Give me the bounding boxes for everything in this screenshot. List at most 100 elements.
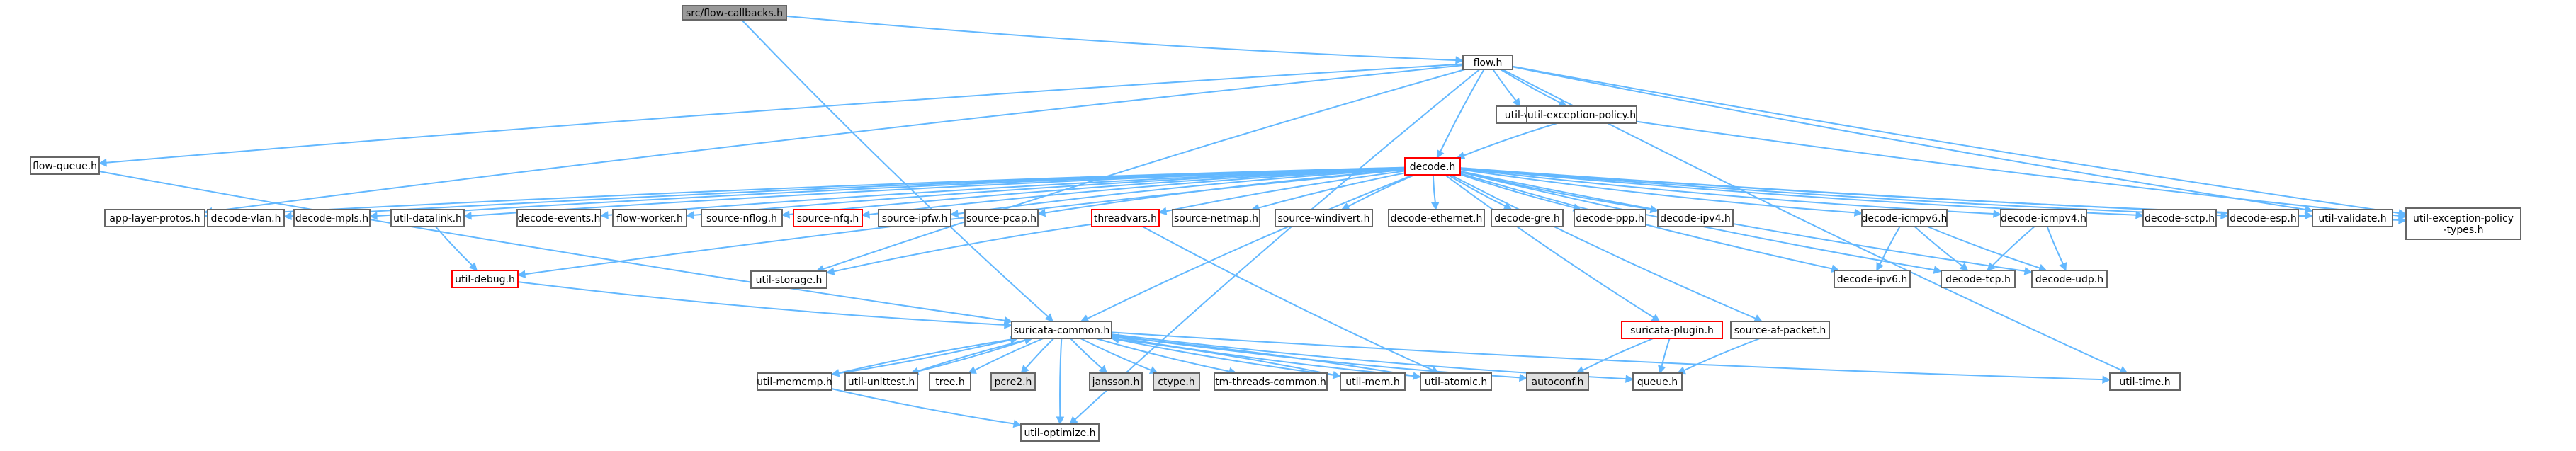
- arrowhead-decode-to-srcnflog: [781, 210, 790, 219]
- node-decsctp[interactable]: decode-sctp.h: [2142, 209, 2217, 227]
- node-flowqueue[interactable]: flow-queue.h: [30, 156, 100, 175]
- node-label-utilstorage: util-storage.h: [756, 275, 823, 286]
- node-label-srcnetmap: source-netmap.h: [1174, 213, 1258, 224]
- node-decode[interactable]: decode.h: [1404, 157, 1461, 176]
- node-queue[interactable]: queue.h: [1632, 372, 1683, 391]
- node-box-decppp: [1574, 209, 1646, 227]
- edge-flow-to-utilvalidate: [1512, 66, 2306, 211]
- node-decesp[interactable]: decode-esp.h: [2227, 209, 2299, 227]
- node-utildatalink[interactable]: util-datalink.h: [390, 209, 465, 227]
- node-utilunittest[interactable]: util-unittest.h: [844, 372, 918, 391]
- node-utilmemcmp[interactable]: util-memcmp.h: [757, 372, 832, 391]
- node-utiltime[interactable]: util-time.h: [2109, 372, 2181, 391]
- arrowhead-flow-to-utilvalidate: [2304, 205, 2314, 214]
- node-srcwindivert[interactable]: source-windivert.h: [1275, 209, 1373, 227]
- node-suricommon[interactable]: suricata-common.h: [1011, 321, 1112, 339]
- arrowhead-decode-to-dectcp: [1933, 266, 1943, 274]
- node-treeh[interactable]: tree.h: [929, 372, 971, 391]
- node-label-flow: flow.h: [1474, 57, 1503, 69]
- edge-layer: [98, 15, 2407, 428]
- node-label-pcre2: pcre2.h: [995, 377, 1032, 388]
- node-dectcp[interactable]: decode-tcp.h: [1941, 270, 2016, 288]
- edge-suricommon-to-pcre2: [1025, 338, 1054, 369]
- node-box-utilmemcmp: [757, 372, 832, 391]
- node-box-utilexctypes: [2405, 207, 2521, 240]
- node-label-utilunittest: util-unittest.h: [848, 377, 915, 388]
- edge-srcafpacket-to-queue: [1683, 338, 1761, 372]
- node-utilexctypes[interactable]: util-exception-policy-types.h: [2405, 207, 2521, 240]
- arrowhead-decode-to-dececth: [1431, 202, 1440, 211]
- arrowhead-decode-to-utildatalink: [463, 212, 472, 220]
- node-srcnetmap[interactable]: source-netmap.h: [1172, 209, 1260, 227]
- node-label-srcwindivert: source-windivert.h: [1278, 213, 1370, 224]
- node-box-flowqueue: [30, 156, 100, 175]
- node-pcre2[interactable]: pcre2.h: [990, 372, 1036, 391]
- arrowhead-flow-to-decode: [1436, 149, 1445, 159]
- node-utilvalidate[interactable]: util-validate.h: [2312, 209, 2393, 227]
- edge-decode-to-decgre: [1447, 174, 1506, 207]
- node-label-utilexctypes-line0: util-exception-policy: [2413, 213, 2514, 224]
- node-decicmpv6[interactable]: decode-icmpv6.h: [1861, 209, 1948, 227]
- node-label-srcnfq: source-nfq.h: [797, 213, 859, 224]
- node-srcipfw[interactable]: source-ipfw.h: [878, 209, 951, 227]
- node-autoconf[interactable]: autoconf.h: [1526, 372, 1589, 391]
- node-decipv4[interactable]: decode-ipv4.h: [1657, 209, 1734, 227]
- arrowhead-decode-to-utilexctypes: [2398, 216, 2407, 224]
- node-flow[interactable]: flow.h: [1462, 55, 1513, 70]
- node-ctype[interactable]: ctype.h: [1153, 372, 1200, 391]
- arrowhead-decicmpv4-to-decudp: [2059, 262, 2067, 272]
- node-srcnflog[interactable]: source-nflog.h: [701, 209, 783, 227]
- node-utilmem[interactable]: util-mem.h: [1340, 372, 1406, 391]
- edge-suriplugin-to-queue: [1661, 338, 1671, 367]
- node-threadvars[interactable]: threadvars.h: [1091, 209, 1160, 227]
- node-utilatomic[interactable]: util-atomic.h: [1420, 372, 1492, 391]
- node-label-utilexc: util-exception-policy.h: [1527, 110, 1636, 121]
- node-suriplugin[interactable]: suricata-plugin.h: [1621, 321, 1723, 339]
- node-decicmpv4[interactable]: decode-icmpv4.h: [2000, 209, 2087, 227]
- node-decevents[interactable]: decode-events.h: [516, 209, 601, 227]
- node-decudp[interactable]: decode-udp.h: [2031, 270, 2108, 288]
- node-label-suricommon: suricata-common.h: [1014, 325, 1110, 336]
- arrowhead-suricommon-to-utiloptimize: [1056, 416, 1065, 426]
- node-utiloptimize[interactable]: util-optimize.h: [1020, 423, 1100, 442]
- node-srcnfq[interactable]: source-nfq.h: [793, 209, 863, 227]
- node-decppp[interactable]: decode-ppp.h: [1574, 209, 1646, 227]
- node-box-decmpls: [293, 209, 371, 227]
- node-decvlan[interactable]: decode-vlan.h: [207, 209, 285, 227]
- edge-decode-to-threadvars: [1165, 170, 1406, 212]
- node-srcpcap[interactable]: source-pcap.h: [964, 209, 1039, 227]
- edge-suricommon-to-utilatomic: [1111, 336, 1414, 377]
- node-utilstorage[interactable]: util-storage.h: [750, 270, 827, 289]
- edge-decode-to-srcipfw: [957, 168, 1406, 215]
- node-label-ctype: ctype.h: [1158, 377, 1194, 388]
- node-dececth[interactable]: decode-ethernet.h: [1388, 209, 1485, 227]
- node-label-decmpls: decode-mpls.h: [295, 213, 368, 224]
- node-applayer[interactable]: app-layer-protos.h: [104, 209, 205, 227]
- node-tmthreads[interactable]: tm-threads-common.h: [1214, 372, 1328, 391]
- node-utilexc[interactable]: util-exception-policy.h: [1526, 105, 1637, 124]
- node-label-decesp: decode-esp.h: [2230, 213, 2296, 224]
- node-box-utildatalink: [390, 209, 465, 227]
- node-box-decsctp: [2142, 209, 2217, 227]
- edge-flow-to-decode: [1440, 69, 1485, 152]
- node-decgre[interactable]: decode-gre.h: [1491, 209, 1564, 227]
- node-label-jansson: jansson.h: [1092, 377, 1140, 388]
- node-decipv6[interactable]: decode-ipv6.h: [1834, 270, 1911, 288]
- node-box-utilvalidate: [2312, 209, 2393, 227]
- node-label-queue: queue.h: [1637, 377, 1678, 388]
- node-jansson[interactable]: jansson.h: [1089, 372, 1143, 391]
- arrowhead-suriplugin-to-queue: [1658, 365, 1666, 375]
- node-label-utildatalink: util-datalink.h: [393, 213, 462, 224]
- node-utildebug[interactable]: util-debug.h: [451, 270, 519, 288]
- edge-decicmpv6-to-dectcp: [1914, 226, 1963, 267]
- node-label-tmthreads: tm-threads-common.h: [1215, 377, 1326, 388]
- node-decmpls[interactable]: decode-mpls.h: [293, 209, 371, 227]
- node-flowworker[interactable]: flow-worker.h: [612, 209, 687, 227]
- arrowhead-decode-to-decicmpv4: [1993, 210, 2002, 218]
- node-box-ctype: [1153, 372, 1200, 391]
- node-srcafpacket[interactable]: source-af-packet.h: [1730, 321, 1830, 339]
- edge-decode-to-suricommon: [1087, 174, 1414, 319]
- node-label-utiltime: util-time.h: [2119, 377, 2170, 388]
- arrowhead-decode-to-threadvars: [1158, 207, 1168, 215]
- arrowhead-decode-to-srcpcap: [1036, 208, 1046, 217]
